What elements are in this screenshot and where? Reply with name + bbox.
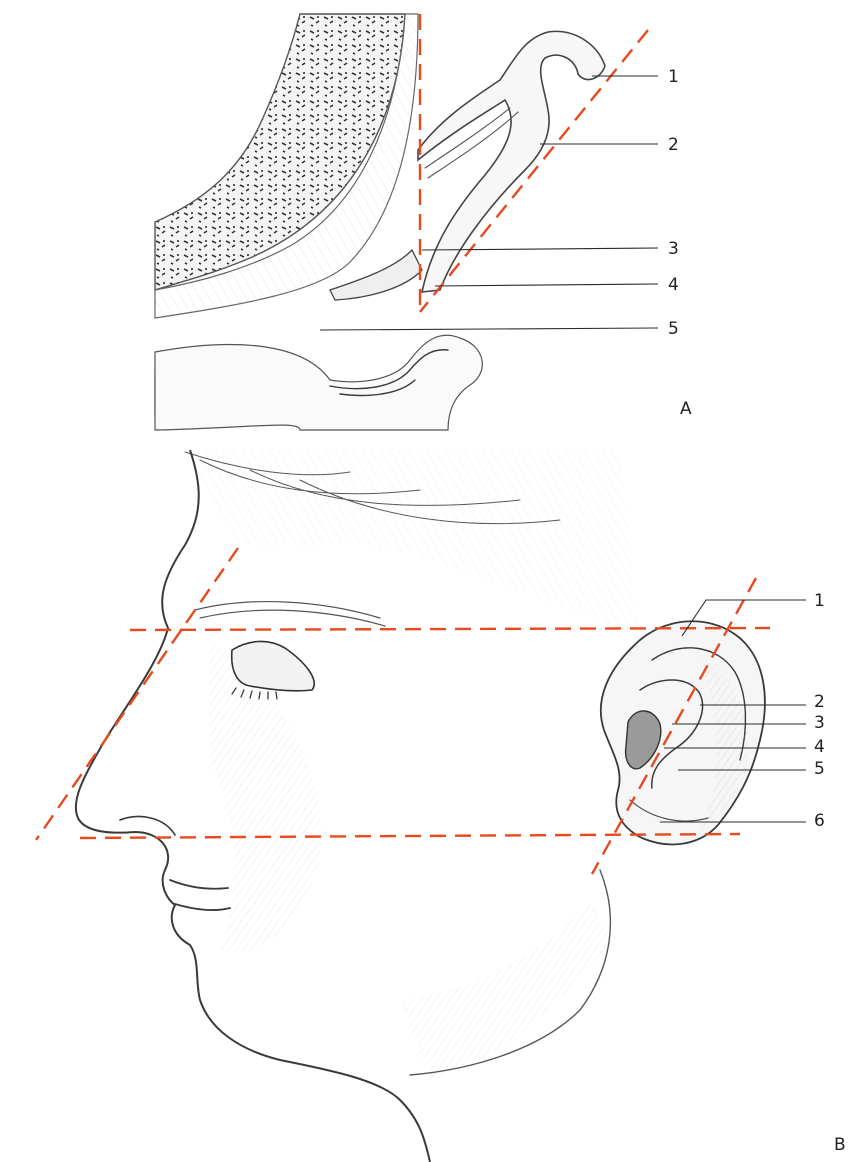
panel-b-eye <box>232 641 314 690</box>
panel-a-callout-4: 4 <box>668 275 679 295</box>
panel-a-lower-cartilage <box>155 335 482 430</box>
panel-a-letter: A <box>680 399 692 419</box>
panel-b-callout-4: 4 <box>814 737 825 757</box>
panel-a-illustration: 1 2 3 4 5 A <box>155 14 692 430</box>
panel-b-letter: B <box>834 1135 846 1155</box>
panel-b-callout-2: 2 <box>814 692 825 712</box>
panel-a-callout-2: 2 <box>668 135 679 155</box>
panel-b-callout-6: 6 <box>814 811 825 831</box>
panel-a-skull-bone <box>155 14 405 290</box>
panel-b-callout-3: 3 <box>814 713 825 733</box>
panel-b-callout-1: 1 <box>814 591 825 611</box>
panel-b-eyebrow <box>195 602 385 626</box>
panel-b-illustration: 1 2 3 4 5 6 B <box>36 450 846 1162</box>
panel-a-callout-1: 1 <box>668 67 679 87</box>
panel-b-nose-oblique-guide <box>36 548 238 840</box>
panel-b-callout-5: 5 <box>814 759 825 779</box>
panel-b-hair-shading <box>180 450 640 640</box>
panel-b-lips <box>170 880 230 910</box>
panel-a-leader-5 <box>320 328 658 330</box>
panel-b-neck-shading <box>400 900 610 1080</box>
panel-a-callout-3: 3 <box>668 239 679 259</box>
panel-a-leader-4 <box>435 284 658 286</box>
panel-a-helix-cartilage <box>418 31 605 292</box>
panel-a-callout-5: 5 <box>668 319 679 339</box>
